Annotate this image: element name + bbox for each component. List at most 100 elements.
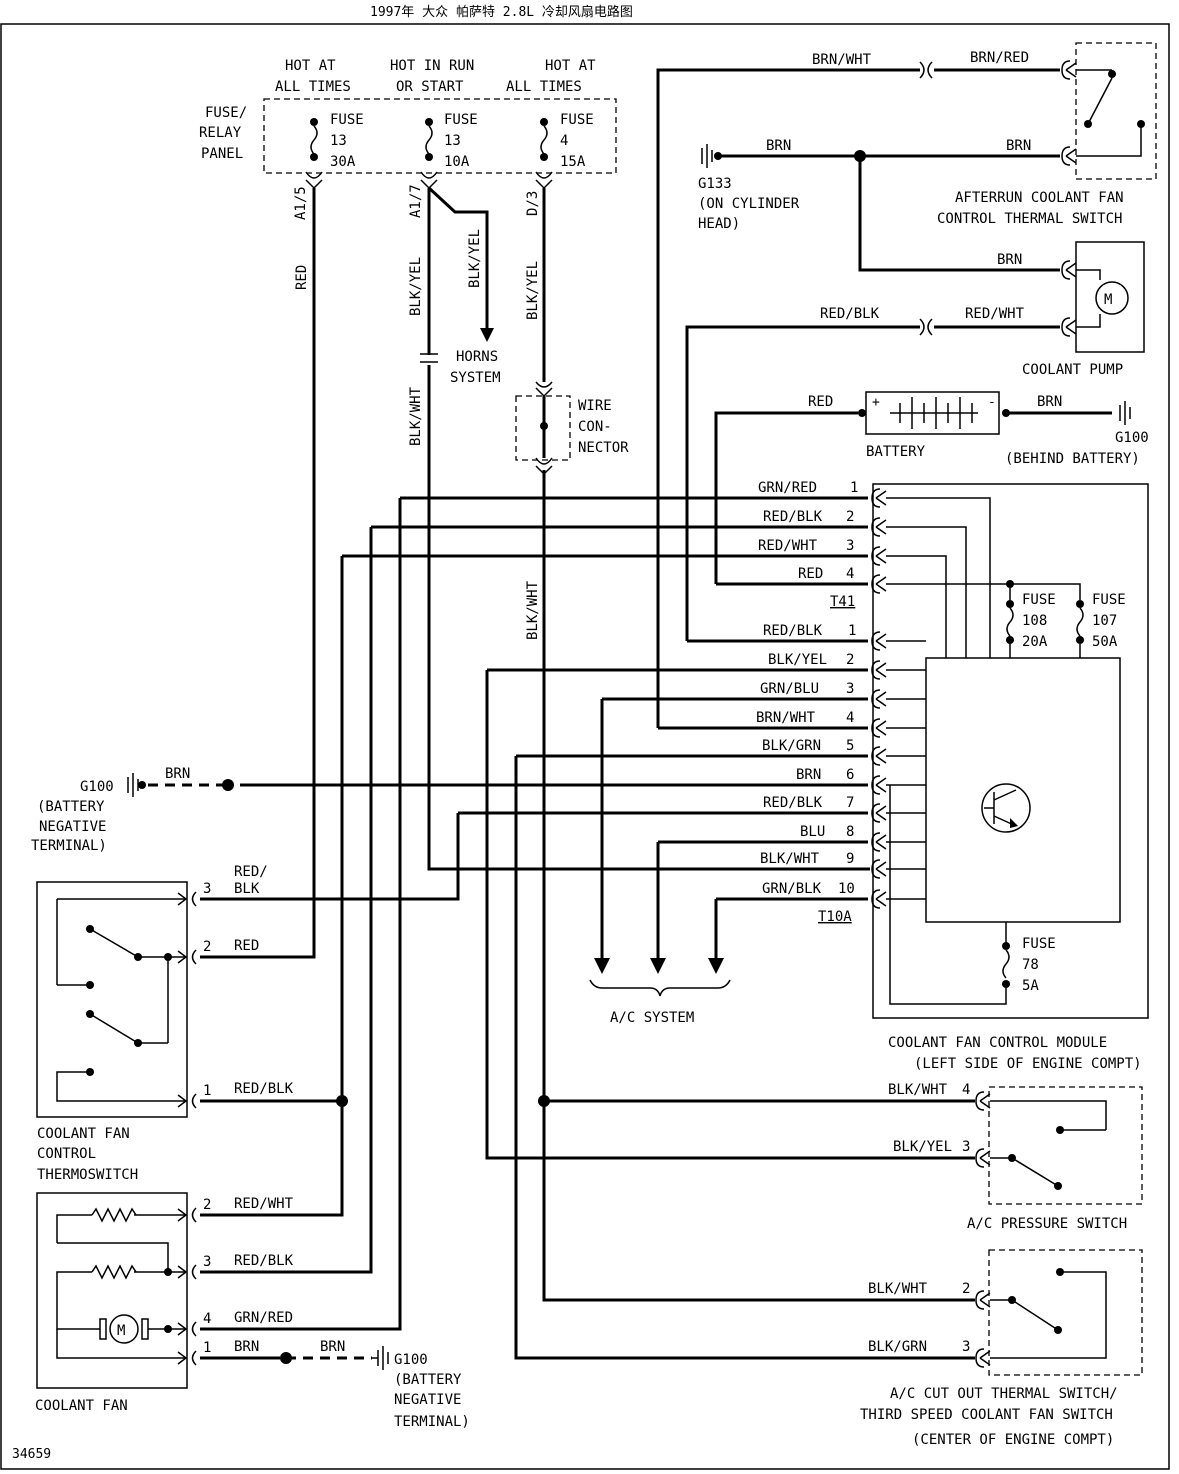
ground-icon	[1119, 401, 1131, 425]
svg-text:BLK/GRN: BLK/GRN	[762, 738, 821, 754]
fuse-relay-panel: FUSE/ RELAY PANEL HOT AT ALL TIMES HOT I…	[199, 58, 617, 190]
svg-text:3: 3	[846, 681, 854, 697]
svg-text:RED/BLK: RED/BLK	[820, 306, 880, 322]
svg-text:G133: G133	[698, 176, 732, 192]
svg-text:(ON CYLINDER: (ON CYLINDER	[698, 196, 800, 212]
fan-motor-icon	[109, 1314, 139, 1344]
svg-text:RED/WHT: RED/WHT	[758, 538, 818, 554]
svg-text:(BEHIND BATTERY): (BEHIND BATTERY)	[1005, 451, 1140, 467]
svg-text:10: 10	[838, 881, 855, 897]
svg-text:BLK/WHT: BLK/WHT	[868, 1281, 928, 1297]
svg-text:8: 8	[846, 824, 854, 840]
svg-text:PANEL: PANEL	[201, 146, 243, 162]
svg-text:13: 13	[330, 133, 347, 149]
svg-text:HEAD): HEAD)	[698, 216, 740, 232]
svg-text:TERMINAL): TERMINAL)	[394, 1414, 470, 1430]
coolant-fan-control-module: T41 T10A FUSE 108 20A FUSE 107 50A	[818, 483, 1149, 1072]
svg-text:6: 6	[846, 767, 854, 783]
svg-text:BRN: BRN	[320, 1339, 345, 1355]
svg-text:GRN/BLK: GRN/BLK	[762, 881, 822, 897]
ac-system: A/C SYSTEM	[589, 958, 731, 1026]
svg-text:A/C PRESSURE SWITCH: A/C PRESSURE SWITCH	[967, 1216, 1127, 1232]
g100-left-ground: BRN G100 (BATTERY NEGATIVE TERMINAL)	[31, 766, 190, 854]
svg-text:A/C SYSTEM: A/C SYSTEM	[610, 1010, 694, 1026]
battery: + - RED BRN BATTERY G100 (BEHIND BATTERY…	[808, 391, 1149, 467]
wire-label-blk-yel-d3: BLK/YEL	[525, 261, 541, 320]
svg-text:RED: RED	[798, 566, 823, 582]
svg-text:HOT AT: HOT AT	[545, 58, 596, 74]
svg-text:FUSE: FUSE	[444, 112, 478, 128]
pin-a1-7: A1/7	[408, 184, 424, 218]
svg-text:+: +	[872, 395, 880, 410]
svg-text:BLU: BLU	[800, 824, 825, 840]
svg-text:A/C CUT OUT THERMAL SWITCH/: A/C CUT OUT THERMAL SWITCH/	[890, 1386, 1118, 1402]
svg-text:1: 1	[848, 623, 856, 639]
svg-text:RED/BLK: RED/BLK	[763, 623, 823, 639]
svg-text:FUSE: FUSE	[330, 112, 364, 128]
svg-text:RED: RED	[808, 394, 833, 410]
svg-text:G100: G100	[394, 1352, 428, 1368]
svg-text:GRN/BLU: GRN/BLU	[760, 681, 819, 697]
page-border	[0, 23, 1170, 1470]
svg-text:OR START: OR START	[396, 79, 464, 95]
svg-text:NEGATIVE: NEGATIVE	[39, 819, 106, 835]
svg-text:RED/BLK: RED/BLK	[763, 795, 823, 811]
svg-text:78: 78	[1022, 957, 1039, 973]
svg-text:4: 4	[962, 1082, 970, 1098]
svg-text:THIRD SPEED COOLANT FAN SWITCH: THIRD SPEED COOLANT FAN SWITCH	[860, 1407, 1113, 1423]
svg-text:FUSE: FUSE	[560, 112, 594, 128]
fuse-13-30a: FUSE 13 30A	[310, 112, 364, 170]
svg-text:(LEFT SIDE OF ENGINE COMPT): (LEFT SIDE OF ENGINE COMPT)	[914, 1056, 1142, 1072]
coolant-pump: M BRN RED/BLK RED/WHT COOLANT PUMP	[820, 241, 1145, 378]
svg-text:RED/BLK: RED/BLK	[763, 509, 823, 525]
ac-cutout-thermal-switch: BLK/WHT 2 BLK/GRN 3 A/C CUT OUT THERMAL …	[860, 1249, 1143, 1448]
svg-text:BRN: BRN	[1037, 394, 1062, 410]
svg-text:COOLANT FAN: COOLANT FAN	[37, 1126, 130, 1142]
coolant-fan: M 2 RED/WHT 3 RED/BLK 4 GRN/RED 1 BRN BR…	[35, 1192, 470, 1430]
wire-connector: WIRE CON- NECTOR	[515, 381, 629, 476]
svg-text:G100: G100	[1115, 430, 1149, 446]
svg-text:GRN/RED: GRN/RED	[234, 1310, 293, 1326]
svg-text:HOT IN RUN: HOT IN RUN	[390, 58, 474, 74]
svg-text:BLK: BLK	[234, 881, 260, 897]
svg-text:CON-: CON-	[578, 419, 612, 435]
wire-label-blk-wht-mid: BLK/WHT	[525, 580, 541, 640]
svg-text:1: 1	[850, 480, 858, 496]
svg-text:RED/WHT: RED/WHT	[234, 1196, 294, 1212]
svg-text:FUSE/: FUSE/	[205, 105, 247, 121]
svg-text:RED/BLK: RED/BLK	[234, 1253, 294, 1269]
svg-text:2: 2	[846, 652, 854, 668]
svg-text:BLK/WHT: BLK/WHT	[760, 851, 820, 867]
svg-text:3: 3	[203, 881, 211, 897]
wire-label-blk-wht: BLK/WHT	[408, 386, 424, 446]
svg-text:BRN: BRN	[796, 767, 821, 783]
svg-text:RED/BLK: RED/BLK	[234, 1081, 294, 1097]
figure-number: 34659	[12, 1447, 51, 1462]
svg-text:RED: RED	[234, 938, 259, 954]
svg-text:5: 5	[846, 738, 854, 754]
svg-text:M: M	[1104, 292, 1112, 308]
svg-text:T10A: T10A	[818, 909, 852, 925]
svg-text:BATTERY: BATTERY	[866, 444, 926, 460]
coolant-fan-control-thermoswitch: 3 RED/ BLK 2 RED 1 RED/BLK COOLANT FAN C…	[36, 864, 294, 1183]
svg-text:BRN: BRN	[997, 252, 1022, 268]
svg-text:3: 3	[846, 538, 854, 554]
svg-text:30A: 30A	[330, 154, 356, 170]
svg-text:20A: 20A	[1022, 634, 1048, 650]
svg-text:ALL TIMES: ALL TIMES	[506, 79, 582, 95]
svg-text:50A: 50A	[1092, 634, 1118, 650]
svg-text:BRN: BRN	[1006, 138, 1031, 154]
g133-ground: G133 (ON CYLINDER HEAD)	[698, 144, 800, 232]
svg-text:(BATTERY: (BATTERY	[37, 799, 105, 815]
svg-text:GRN/RED: GRN/RED	[758, 480, 817, 496]
svg-text:RED/: RED/	[234, 864, 268, 880]
svg-text:7: 7	[846, 795, 854, 811]
svg-text:THERMOSWITCH: THERMOSWITCH	[37, 1167, 138, 1183]
svg-text:107: 107	[1092, 613, 1117, 629]
svg-text:2: 2	[203, 1197, 211, 1213]
svg-text:(CENTER OF ENGINE COMPT): (CENTER OF ENGINE COMPT)	[912, 1432, 1114, 1448]
svg-text:NECTOR: NECTOR	[578, 440, 629, 456]
svg-text:BRN/WHT: BRN/WHT	[756, 710, 816, 726]
